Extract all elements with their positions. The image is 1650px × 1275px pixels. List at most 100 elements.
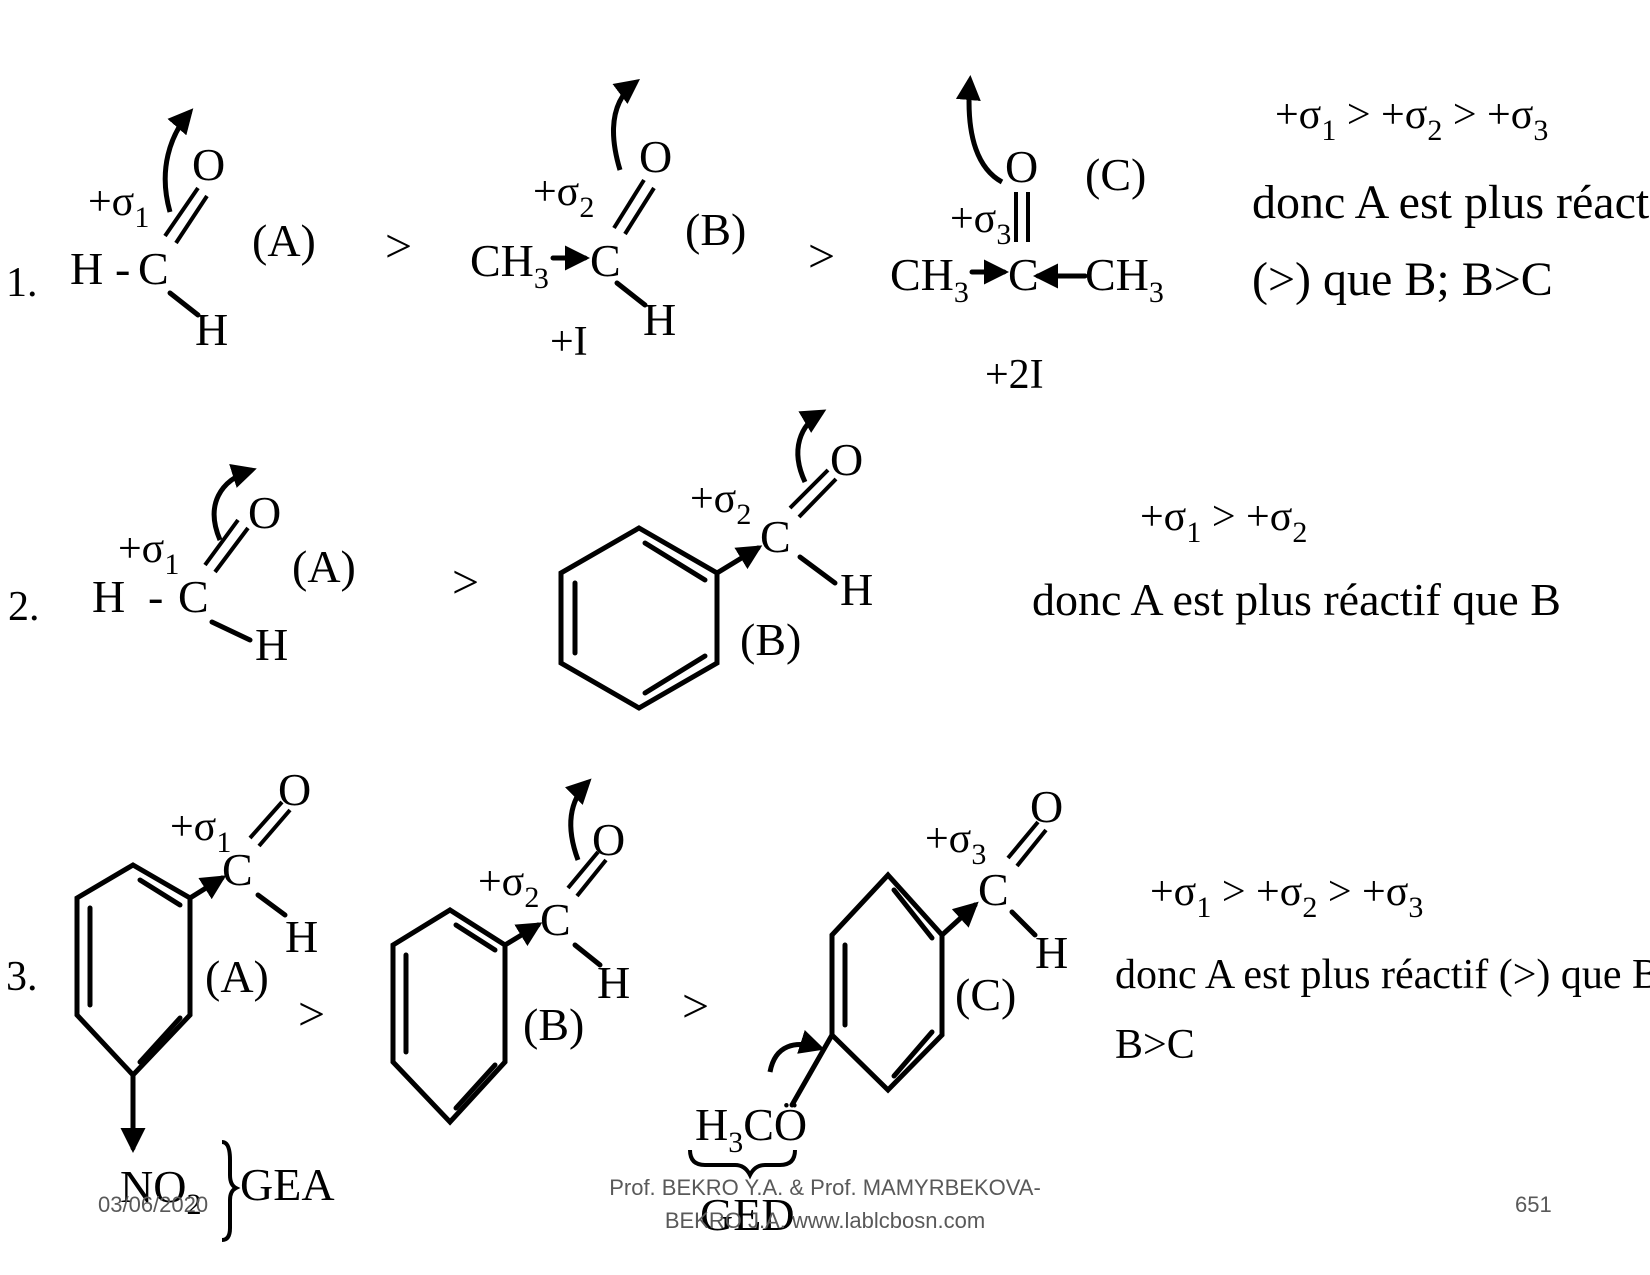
- brace-icon: [688, 1149, 797, 1180]
- bond-dash: -: [115, 243, 130, 294]
- footer-date: 03/06/2020: [98, 1192, 208, 1217]
- atom-h: H: [195, 304, 228, 355]
- atom-h: H: [840, 564, 873, 615]
- label-a: (A): [292, 541, 356, 592]
- atom-c: C: [178, 571, 209, 622]
- donating-arrow-icon: [767, 1030, 825, 1073]
- bond-dash: -: [148, 571, 163, 622]
- sigma-label: +σ3: [925, 816, 986, 871]
- row-3: 3. C O H +σ1 (A) NO2 GEA >: [6, 764, 1650, 1242]
- atom-h: H: [643, 294, 676, 345]
- row-number: 3.: [6, 954, 38, 1000]
- greater-than: >: [385, 220, 412, 273]
- sigma-order: +σ1 > +σ2: [1140, 494, 1307, 549]
- curved-arrow-icon: [565, 778, 592, 861]
- footer-author: BEKRO J.A. www.lablcbosn.com: [665, 1208, 985, 1233]
- ring-double-bond: [137, 1015, 183, 1065]
- sigma-label: +σ1: [118, 526, 179, 581]
- single-bond: [209, 619, 253, 643]
- row-number: 1.: [6, 260, 38, 306]
- conclusion-1: +σ1 > +σ2 > +σ3 donc A est plus réactif …: [1252, 92, 1650, 306]
- atom-h: H: [70, 243, 103, 294]
- atom-c: C: [760, 511, 791, 562]
- sigma-label: +σ1: [170, 804, 231, 859]
- double-bond: [797, 477, 838, 519]
- atom-o: O: [592, 814, 625, 865]
- sigma-label: +σ2: [690, 476, 751, 531]
- benzene-ring: [829, 871, 945, 1094]
- label-a: (A): [252, 215, 316, 266]
- footer-page-number: 651: [1515, 1192, 1552, 1217]
- row-1: 1. H - C O H +σ1 (A) > CH3 C O H: [6, 75, 1650, 398]
- substituent-arrow-icon: [939, 901, 979, 938]
- double-bond: [203, 518, 240, 567]
- molecule-a-formaldehyde: H - C O H +σ1 (A): [70, 108, 316, 355]
- ring-double-bond: [453, 922, 498, 953]
- brace-icon: [221, 1140, 241, 1242]
- effect-label: +2I: [985, 352, 1044, 398]
- atom-o: O: [1005, 141, 1038, 192]
- ged-label: GED: [700, 1189, 795, 1240]
- single-bond: [789, 1032, 835, 1108]
- substituent-arrow-icon: [714, 545, 763, 576]
- curved-arrow-icon: [162, 108, 194, 213]
- molecule-b-benzaldehyde: C O H +σ2 (B): [390, 778, 630, 1126]
- conclusion-text: (>) que B; B>C: [1252, 253, 1553, 306]
- single-bond: [167, 290, 201, 318]
- single-bond: [614, 280, 648, 308]
- double-bond: [257, 808, 292, 848]
- ring-double-bond: [453, 1062, 498, 1111]
- double-bond: [213, 526, 250, 574]
- molecule-a-formaldehyde: H - C O H +σ1 (A): [92, 464, 356, 670]
- atom-c: C: [978, 864, 1009, 915]
- conclusion-3: +σ1 > +σ2 > +σ3 donc A est plus réactif …: [1115, 869, 1650, 1068]
- molecule-b-benzaldehyde: C O H +σ2 (B): [558, 409, 873, 711]
- ring-double-bond: [642, 653, 708, 696]
- atom-c: C: [222, 844, 253, 895]
- benzene-ring: [558, 525, 720, 711]
- atom-o: O: [830, 434, 863, 485]
- ring-double-bond: [137, 877, 183, 908]
- benzene-ring: [390, 907, 508, 1126]
- footer-author: Prof. BEKRO Y.A. & Prof. MAMYRBEKOVA-: [609, 1175, 1041, 1200]
- double-bond: [575, 858, 608, 898]
- substituent-arrow-icon: [187, 875, 227, 901]
- conclusion-text: donc A est plus réactif: [1252, 176, 1650, 229]
- molecule-a-nitrobenzaldehyde: C O H +σ1 (A) NO2 GEA: [74, 764, 335, 1242]
- curved-arrow-icon: [610, 78, 640, 171]
- ring-double-bond: [891, 887, 935, 941]
- double-bond: [248, 800, 284, 840]
- atom-h: H: [597, 957, 630, 1008]
- double-bond: [1015, 828, 1048, 868]
- greater-than: >: [452, 556, 479, 609]
- ring-double-bond: [891, 1029, 935, 1079]
- label-b: (B): [740, 614, 801, 665]
- double-bond: [566, 850, 600, 890]
- atom-c: C: [590, 235, 621, 286]
- atom-o: O: [192, 139, 225, 190]
- gea-label: GEA: [240, 1159, 335, 1210]
- atom-h: H: [1035, 927, 1068, 978]
- curved-arrow-icon: [211, 464, 257, 541]
- sigma-label: +σ3: [950, 196, 1011, 251]
- footer: 03/06/2020 Prof. BEKRO Y.A. & Prof. MAMY…: [98, 1175, 1552, 1233]
- substituent-arrow-icon: [502, 922, 543, 948]
- benzene-ring: [74, 862, 193, 1079]
- atom-h: H: [255, 619, 288, 670]
- group-no2: NO2: [120, 1161, 201, 1221]
- double-bond: [788, 468, 830, 510]
- label-c: (C): [1085, 149, 1146, 200]
- effect-label: +I: [550, 319, 588, 365]
- sigma-order: +σ1 > +σ2 > +σ3: [1275, 92, 1548, 147]
- group-ch3: CH3: [470, 235, 549, 295]
- group-ch3: CH3: [1085, 249, 1164, 309]
- atom-o: O: [248, 487, 281, 538]
- atom-o: O: [639, 131, 672, 182]
- label-c: (C): [955, 969, 1016, 1020]
- single-bond: [572, 942, 603, 968]
- atom-h: H: [285, 911, 318, 962]
- group-ch3: CH3: [890, 249, 969, 309]
- atom-c: C: [138, 243, 169, 294]
- curved-arrow-icon: [955, 75, 1004, 185]
